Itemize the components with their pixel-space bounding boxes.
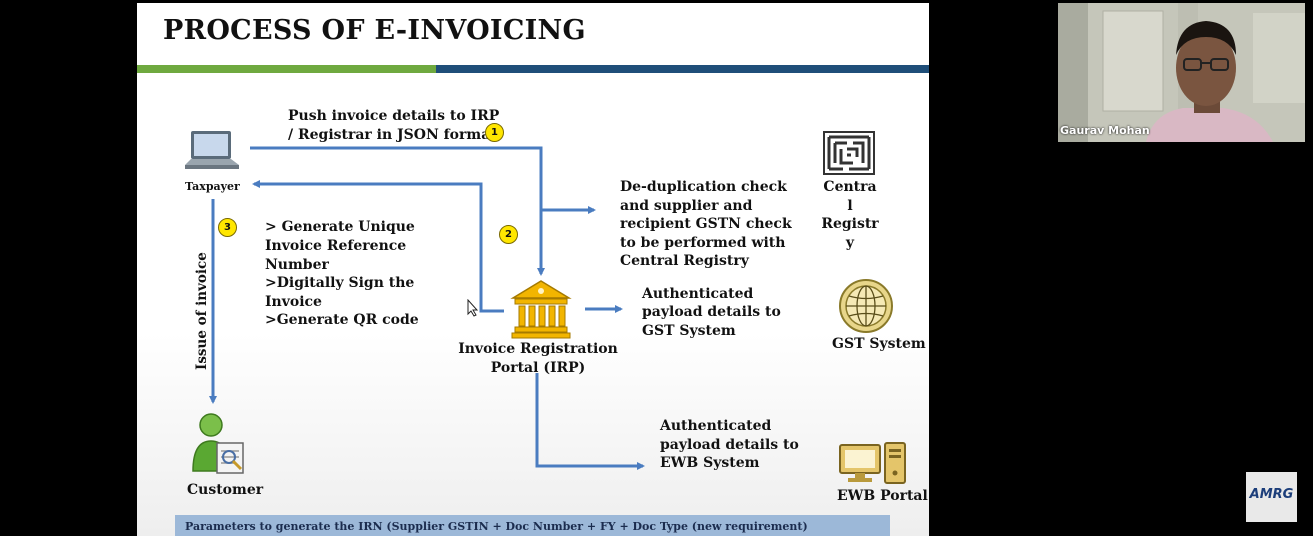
dedup-text-line1: De-duplication check (620, 179, 787, 195)
central-registry-line2: l (847, 198, 853, 214)
participant-video-tile[interactable]: Gaurav Mohan (1058, 3, 1305, 142)
taxpayer-label: Taxpayer (185, 180, 240, 193)
generate-text-line4: >Digitally Sign the (265, 275, 415, 291)
customer-label: Customer (187, 482, 264, 498)
auth-ewb-line2: payload details to (660, 437, 799, 453)
participant-name: Gaurav Mohan (1060, 124, 1150, 137)
auth-gst-line1: Authenticated (642, 286, 754, 302)
step-badge-1: 1 (485, 123, 504, 142)
ewb-arrow (535, 373, 645, 470)
generate-text-line6: >Generate QR code (265, 312, 419, 328)
irn-parameters-banner: Parameters to generate the IRN (Supplier… (175, 515, 890, 536)
irp-label-line1: Invoice Registration (458, 341, 618, 357)
auth-gst-line2: payload details to (642, 304, 781, 320)
ewb-portal-label: EWB Portal (837, 488, 928, 504)
auth-ewb-line3: EWB System (660, 455, 760, 471)
dedup-text-line3: recipient GSTN check (620, 216, 792, 232)
presentation-slide: PROCESS OF E-INVOICING Ta (137, 3, 929, 536)
auth-ewb-line1: Authenticated (660, 418, 772, 434)
globe-icon (839, 279, 893, 333)
central-registry-line1: Centra (823, 179, 877, 195)
title-underline-blue (436, 65, 929, 73)
mouse-pointer-icon (467, 299, 479, 317)
laptop-icon (185, 131, 239, 169)
title-underline-green (137, 65, 436, 73)
dedup-text-line4: to be performed with (620, 235, 786, 251)
participant-video-frame (1058, 3, 1305, 142)
bank-icon (510, 280, 572, 339)
dedup-text-line2: and supplier and (620, 198, 753, 214)
generate-text-line5: Invoice (265, 294, 322, 310)
auth-gst-line3: GST System (642, 323, 736, 339)
slide-title: PROCESS OF E-INVOICING (163, 15, 586, 46)
central-registry-line4: y (845, 235, 855, 251)
central-registry-line3: Registr (821, 216, 879, 232)
step-badge-2: 2 (499, 225, 518, 244)
generate-text-line1: > Generate Unique (265, 219, 415, 235)
desktop-computer-icon (839, 442, 906, 484)
return-arrow (252, 180, 504, 313)
flow-arrows (209, 146, 645, 470)
push-arrow (250, 146, 545, 276)
maze-icon (823, 131, 875, 175)
irp-label-line2: Portal (IRP) (490, 360, 586, 376)
amrg-logo: AMRG (1246, 472, 1297, 522)
generate-text-line3: Number (265, 257, 329, 273)
generate-text-line2: Invoice Reference (265, 238, 407, 254)
customer-icon (192, 413, 244, 474)
gst-system-label: GST System (832, 336, 926, 352)
step-badge-3: 3 (218, 218, 237, 237)
push-text-line1: Push invoice details to IRP (288, 108, 500, 124)
push-text-line2: / Registrar in JSON format (288, 127, 497, 143)
dedup-text-line5: Central Registry (620, 253, 749, 269)
issue-of-invoice-label: Issue of invoice (194, 252, 210, 370)
